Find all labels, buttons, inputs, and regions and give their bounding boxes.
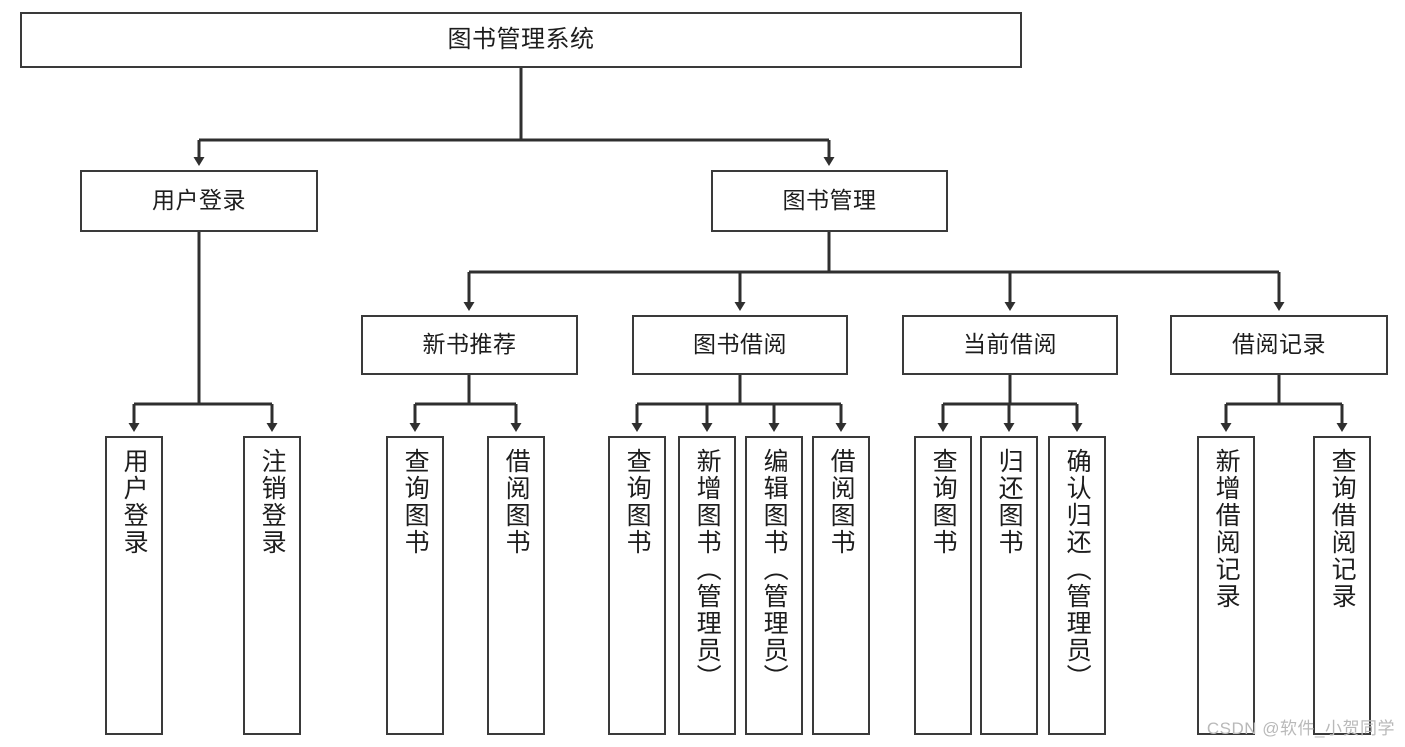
node-leaf-logout-label: 注销登录 <box>258 448 287 556</box>
node-leaf-query-book-2-label: 查询图书 <box>623 448 652 556</box>
node-leaf-borrow-book-1[interactable]: 借阅图书 <box>487 436 545 735</box>
node-leaf-edit-book-label: 编辑图书（管理员） <box>760 448 789 691</box>
node-leaf-query-book-3[interactable]: 查询图书 <box>914 436 972 735</box>
node-leaf-borrow-book-2-label: 借阅图书 <box>827 448 856 556</box>
node-borrow-record[interactable]: 借阅记录 <box>1170 315 1388 375</box>
node-leaf-query-book-2[interactable]: 查询图书 <box>608 436 666 735</box>
node-leaf-add-record[interactable]: 新增借阅记录 <box>1197 436 1255 735</box>
node-leaf-borrow-book-2[interactable]: 借阅图书 <box>812 436 870 735</box>
node-leaf-edit-book[interactable]: 编辑图书（管理员） <box>745 436 803 735</box>
node-borrow-record-label: 借阅记录 <box>1232 331 1326 358</box>
node-leaf-add-book-label: 新增图书（管理员） <box>693 448 722 691</box>
node-leaf-add-record-label: 新增借阅记录 <box>1212 448 1241 610</box>
node-leaf-add-book[interactable]: 新增图书（管理员） <box>678 436 736 735</box>
node-user-login-label: 用户登录 <box>152 187 246 214</box>
node-new-book-rec[interactable]: 新书推荐 <box>361 315 578 375</box>
node-leaf-query-record[interactable]: 查询借阅记录 <box>1313 436 1371 735</box>
node-book-borrow-label: 图书借阅 <box>693 331 787 358</box>
node-leaf-confirm-return-label: 确认归还（管理员） <box>1063 448 1092 691</box>
node-new-book-rec-label: 新书推荐 <box>422 331 517 358</box>
node-leaf-confirm-return[interactable]: 确认归还（管理员） <box>1048 436 1106 735</box>
node-book-manage[interactable]: 图书管理 <box>711 170 948 232</box>
node-leaf-user-login-label: 用户登录 <box>120 448 149 556</box>
node-leaf-return-book-label: 归还图书 <box>995 448 1024 556</box>
node-user-login[interactable]: 用户登录 <box>80 170 318 232</box>
node-root-label: 图书管理系统 <box>447 25 595 53</box>
node-book-manage-label: 图书管理 <box>782 187 877 214</box>
node-current-borrow[interactable]: 当前借阅 <box>902 315 1118 375</box>
node-leaf-return-book[interactable]: 归还图书 <box>980 436 1038 735</box>
node-leaf-query-book-3-label: 查询图书 <box>929 448 958 556</box>
node-leaf-query-record-label: 查询借阅记录 <box>1328 448 1357 610</box>
csdn-watermark: CSDN @软件_小贺同学 <box>1206 719 1395 738</box>
node-leaf-user-login[interactable]: 用户登录 <box>105 436 163 735</box>
node-leaf-borrow-book-1-label: 借阅图书 <box>502 448 531 556</box>
node-root[interactable]: 图书管理系统 <box>20 12 1022 68</box>
node-leaf-logout[interactable]: 注销登录 <box>243 436 301 735</box>
node-book-borrow[interactable]: 图书借阅 <box>632 315 848 375</box>
node-current-borrow-label: 当前借阅 <box>963 331 1057 358</box>
node-leaf-query-book-1-label: 查询图书 <box>401 448 430 556</box>
node-leaf-query-book-1[interactable]: 查询图书 <box>386 436 444 735</box>
